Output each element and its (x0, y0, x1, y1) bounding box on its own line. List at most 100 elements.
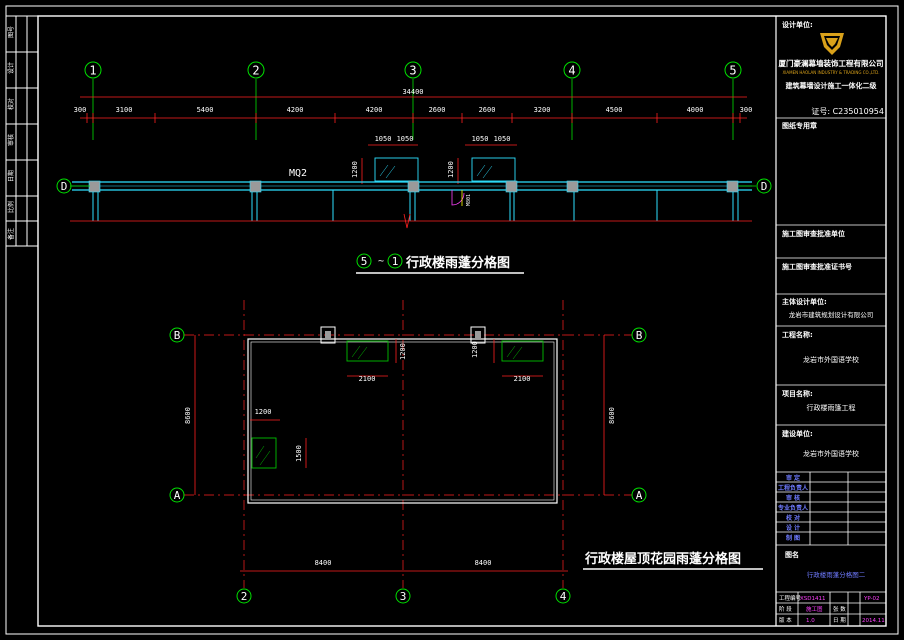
strip-label-2: 校对 (7, 98, 15, 110)
plan-pane-2 (501, 340, 544, 362)
elevation-pane-2 (471, 157, 516, 182)
svg-text:B: B (636, 329, 643, 342)
sign-row-3: 专业负责人 (778, 504, 809, 512)
date-value: 2014.11 (862, 618, 885, 624)
svg-text:A: A (174, 489, 181, 502)
plan-drawing: 2100 2100 1200 1200 1200 1500 8600 8600 … (169, 300, 763, 604)
plan-bottom-dim-0: 8400 (315, 559, 332, 567)
seg-dim-7: 3200 (534, 106, 551, 114)
seg-dim-9: 4000 (687, 106, 704, 114)
svg-text:3: 3 (400, 590, 407, 603)
sign-row-2: 审 核 (786, 494, 800, 502)
svg-text:5: 5 (361, 255, 368, 268)
elevation-axis-2-bubble: 2 (247, 61, 265, 79)
drawing-name-label: 图名 (785, 550, 799, 559)
plan-axis-b-left: B (169, 327, 185, 343)
seg-dim-8: 4500 (606, 106, 623, 114)
project-no-label: 工程编号 (779, 594, 802, 602)
elevation-total-dim: 34400 (402, 88, 423, 96)
cert-number: 证号: C235010954 (811, 107, 884, 116)
elevation-pane-1 (374, 157, 419, 182)
label-mq2: MQ2 (289, 168, 307, 179)
seg-dim-3: 4200 (287, 106, 304, 114)
seg-dim-0: 300 (74, 106, 87, 114)
svg-text:A: A (636, 489, 643, 502)
elevation-axis-3-bubble: 3 (404, 61, 422, 79)
sign-row-4: 校 对 (786, 514, 800, 522)
elevation-axis-d-right: D (756, 178, 772, 194)
strip-label-5: 比例 (7, 201, 15, 213)
plan-axis-a-right: A (631, 487, 647, 503)
design-unit-label: 设计单位: (782, 20, 813, 29)
svg-text:4: 4 (568, 64, 575, 78)
strip-label-1: 设计 (7, 62, 15, 74)
left-binding-strip: 图号 设计 校对 审核 日期 比例 备注 (6, 15, 38, 247)
review-cert-label: 施工图审查批准证书号 (782, 262, 852, 271)
svg-text:1: 1 (89, 64, 96, 78)
svg-text:2: 2 (241, 590, 248, 603)
elevation-axis-1-bubble: 1 (84, 61, 102, 79)
elevation-drawing: 1 2 3 4 5 34400 300 3100 5400 4200 4200 … (56, 61, 772, 274)
qualification: 建筑幕墙设计施工一体化二级 (786, 81, 878, 90)
svg-text:行政楼雨蓬分格图: 行政楼雨蓬分格图 (405, 255, 510, 271)
plan-axis-3: 3 (395, 588, 411, 604)
plan-outline (247, 338, 558, 504)
seg-dim-1: 3100 (116, 106, 133, 114)
plan-height-left: 8600 (184, 407, 192, 424)
height-dim-0: 1200 (351, 161, 359, 178)
elevation-axis-5-bubble: 5 (724, 61, 742, 79)
plan-axis-b-right: B (631, 327, 647, 343)
review-unit-label: 施工图审查批准单位 (782, 229, 845, 238)
svg-text:1: 1 (392, 255, 399, 268)
seg-dim-5: 2600 (429, 106, 446, 114)
sub-dim-2: 1050 (472, 135, 489, 143)
project-no: XSD1411 (800, 596, 826, 602)
column-caps (88, 180, 739, 193)
title-block: 设计单位: 厦门豪澜幕墙装饰工程有限公司 XIAMEN HAOLAN INDUS… (775, 16, 886, 626)
inner-frame (37, 15, 887, 627)
sheet-label: 张 数 (833, 605, 846, 613)
label-m801: M801 (466, 194, 472, 206)
plan-dim-w-0: 2100 (359, 375, 376, 383)
svg-text:B: B (174, 329, 181, 342)
strip-label-3: 审核 (7, 134, 15, 146)
sign-row-0: 审 定 (786, 474, 800, 482)
plan-axis-4: 4 (555, 588, 571, 604)
plan-dim-h-1: 1200 (471, 341, 479, 358)
company-logo (820, 33, 844, 55)
plan-column-1 (320, 326, 336, 344)
plan-dim-h-2: 1500 (295, 445, 303, 462)
company-name-cn: 厦门豪澜幕墙装饰工程有限公司 (779, 58, 884, 68)
elevation-axis-d-left: D (56, 178, 72, 194)
plan-column-2 (470, 326, 486, 344)
plan-dim-w-1: 2100 (514, 375, 531, 383)
outer-frame (5, 5, 899, 635)
plan-axis-a-left: A (169, 487, 185, 503)
svg-text:D: D (61, 180, 68, 193)
svg-text:5: 5 (729, 64, 736, 78)
sign-row-5: 设 计 (786, 524, 800, 532)
elevation-title: 5 ~ 1 行政楼雨蓬分格图 (356, 253, 524, 274)
seg-dim-10: 300 (740, 106, 753, 114)
version-value: 1.0 (806, 618, 815, 624)
plan-bottom-dim-1: 8400 (475, 559, 492, 567)
plan-dim-w-2: 1200 (255, 408, 272, 416)
plan-axis-2: 2 (236, 588, 252, 604)
item-label: 项目名称: (782, 389, 813, 398)
owner-value: 龙岩市外国语学校 (803, 449, 859, 458)
plan-dim-h-0: 1200 (399, 343, 407, 360)
date-label: 日 期 (833, 617, 846, 624)
plan-pane-3 (251, 437, 277, 469)
seg-dim-4: 4200 (366, 106, 383, 114)
plan-height-right: 8600 (608, 407, 616, 424)
project-label: 工程名称: (782, 330, 813, 339)
sub-dim-3: 1050 (494, 135, 511, 143)
height-dim-1: 1200 (447, 161, 455, 178)
sign-row-1: 工程负责人 (778, 484, 809, 492)
svg-text:2: 2 (252, 64, 259, 78)
stamp-label: 图纸专用章 (782, 121, 817, 130)
svg-text:D: D (761, 180, 768, 193)
item-value: 行政楼雨篷工程 (807, 403, 856, 412)
plan-title: 行政楼屋顶花园雨蓬分格图 (584, 551, 741, 567)
